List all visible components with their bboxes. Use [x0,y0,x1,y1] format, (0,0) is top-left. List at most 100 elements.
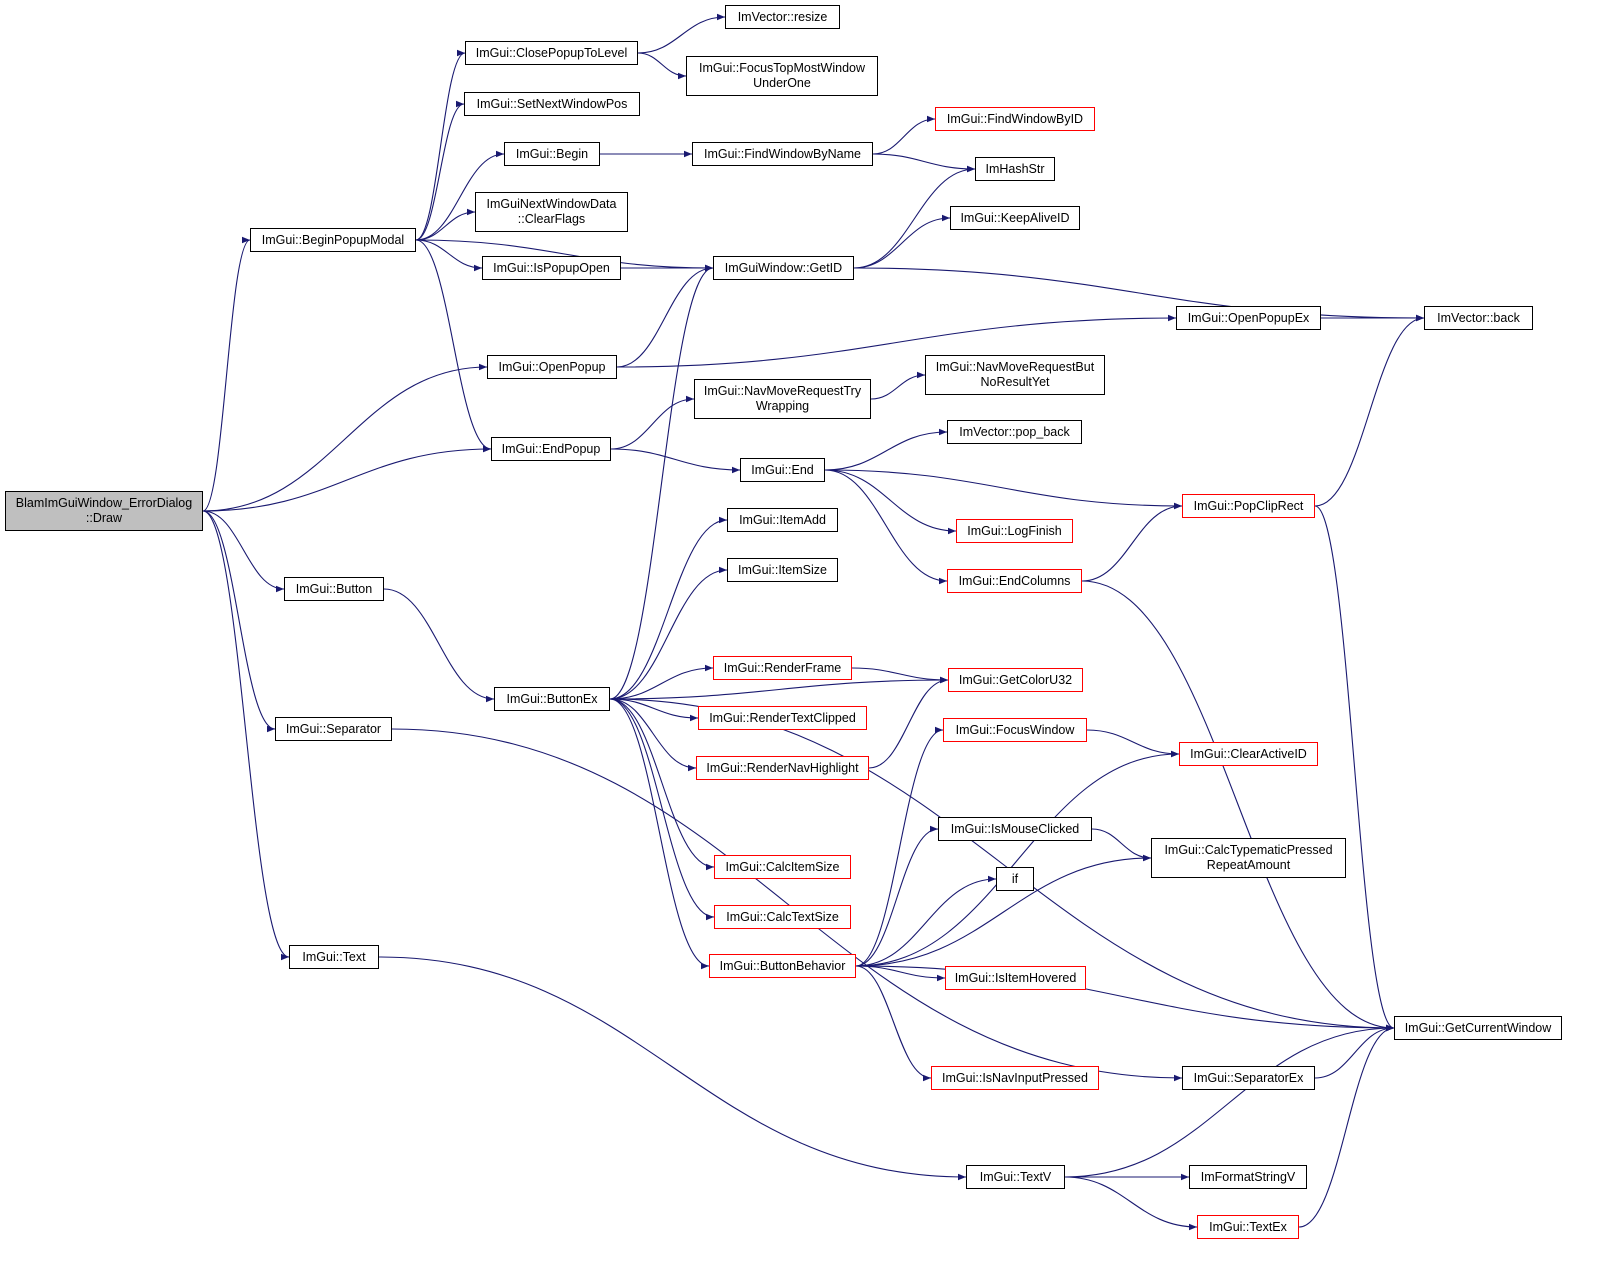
edge-buttonex-to-getcoloru32 [609,676,949,700]
edge-beginpopupmodal-to-closepopuptolevel [415,49,466,241]
node-logfinish[interactable]: ImGui::LogFinish [956,519,1073,543]
edge-separatorex-to-getcurrentwindow [1314,1024,1395,1079]
node-if[interactable]: if [996,867,1034,891]
node-getcoloru32[interactable]: ImGui::GetColorU32 [948,668,1083,692]
node-imhashstr[interactable]: ImHashStr [975,157,1055,181]
edge-buttonex-to-getid [609,264,714,700]
node-isnavinputpressed[interactable]: ImGui::IsNavInputPressed [931,1066,1099,1090]
edge-draw-to-beginpopupmodal [202,236,251,512]
edge-buttonbehavior-to-ismouseclicked [855,825,939,967]
edge-textv-to-getcurrentwindow [1064,1024,1395,1178]
edge-closepopuptolevel-to-imvector_resize [637,13,726,54]
edge-endpopup-to-end [610,448,741,474]
edge-beginpopupmodal-to-setnextwindowpos [415,100,465,241]
edge-buttonex-to-calcitemsize [609,698,715,871]
node-ispopupopen[interactable]: ImGui::IsPopupOpen [482,256,621,280]
node-rendernavhighlight[interactable]: ImGui::RenderNavHighlight [696,756,869,780]
node-popback[interactable]: ImVector::pop_back [947,420,1082,444]
node-openpopupex[interactable]: ImGui::OpenPopupEx [1176,306,1321,330]
edge-buttonbehavior-to-getcurrentwindow [855,965,1395,1032]
edge-buttonbehavior-to-if [855,875,997,967]
node-popcliprect[interactable]: ImGui::PopClipRect [1182,494,1315,518]
edge-buttonex-to-calctextsize [609,698,715,921]
edge-buttonex-to-rendernavhighlight [609,698,697,772]
edge-findwindowbyname-to-findwindowbyid [872,115,936,155]
node-imformatstringv[interactable]: ImFormatStringV [1189,1165,1307,1189]
node-calcitemsize[interactable]: ImGui::CalcItemSize [714,855,851,879]
edge-draw-to-text [202,510,290,961]
edge-getid-to-imvector_back [853,267,1425,322]
edge-button-to-buttonex [383,588,495,703]
edge-buttonex-to-renderframe [609,664,714,700]
edge-buttonex-to-buttonbehavior [609,698,710,970]
node-calctextsize[interactable]: ImGui::CalcTextSize [714,905,851,929]
node-findwindowbyid[interactable]: ImGui::FindWindowByID [935,107,1095,131]
edge-separator-to-separatorex [391,728,1183,1082]
edge-end-to-popcliprect [824,469,1183,510]
edge-getid-to-keepaliveid [853,214,951,269]
edge-textv-to-textex [1064,1176,1198,1231]
edge-navmovetrywrap-to-navbutnoresult [870,371,926,400]
node-text[interactable]: ImGui::Text [289,945,379,969]
node-textex[interactable]: ImGui::TextEx [1197,1215,1299,1239]
node-setnextwindowpos[interactable]: ImGui::SetNextWindowPos [464,92,640,116]
node-ismouseclicked[interactable]: ImGui::IsMouseClicked [938,817,1092,841]
node-focustopmost[interactable]: ImGui::FocusTopMostWindow UnderOne [686,56,878,96]
node-draw: BlamImGuiWindow_ErrorDialog ::Draw [5,491,203,531]
node-openpopup[interactable]: ImGui::OpenPopup [487,355,617,379]
edge-buttonbehavior-to-isnavinputpressed [855,965,932,1082]
node-end[interactable]: ImGui::End [740,458,825,482]
edge-text-to-textv [378,956,967,1181]
edge-findwindowbyname-to-imhashstr [872,153,976,173]
node-imvector-back[interactable]: ImVector::back [1424,306,1533,330]
node-renderframe[interactable]: ImGui::RenderFrame [713,656,852,680]
node-separatorex[interactable]: ImGui::SeparatorEx [1182,1066,1315,1090]
node-navbutnoresult[interactable]: ImGui::NavMoveRequestBut NoResultYet [925,355,1105,395]
edge-buttonbehavior-to-calctypematic [855,854,1152,967]
edge-draw-to-separator [202,510,276,733]
edge-popcliprect-to-imvector_back [1314,314,1425,507]
edge-draw-to-endpopup [202,445,492,512]
edge-beginpopupmodal-to-clearflags [415,208,476,241]
edge-end-to-logfinish [824,469,957,535]
edge-draw-to-openpopup [202,363,488,512]
node-itemadd[interactable]: ImGui::ItemAdd [727,508,838,532]
node-endpopup[interactable]: ImGui::EndPopup [491,437,611,461]
node-getid[interactable]: ImGuiWindow::GetID [713,256,854,280]
edge-buttonbehavior-to-clearactiveid [855,750,1180,967]
node-buttonex[interactable]: ImGui::ButtonEx [494,687,610,711]
node-isitemhovered[interactable]: ImGui::IsItemHovered [945,966,1086,990]
node-beginpopupmodal[interactable]: ImGui::BeginPopupModal [250,228,416,252]
edge-openpopup-to-openpopupex [616,314,1177,368]
node-clearactiveid[interactable]: ImGui::ClearActiveID [1179,742,1318,766]
edge-buttonex-to-rendertextclipped [609,698,699,722]
node-rendertextclipped[interactable]: ImGui::RenderTextClipped [698,706,867,730]
node-focuswindow[interactable]: ImGui::FocusWindow [943,718,1087,742]
node-button[interactable]: ImGui::Button [284,577,384,601]
node-navmovetrywrap[interactable]: ImGui::NavMoveRequestTry Wrapping [694,379,871,419]
node-closepopuptolevel[interactable]: ImGui::ClosePopupToLevel [465,41,638,65]
edge-buttonex-to-itemadd [609,516,728,700]
node-buttonbehavior[interactable]: ImGui::ButtonBehavior [709,954,856,978]
node-findwindowbyname[interactable]: ImGui::FindWindowByName [692,142,873,166]
node-itemsize[interactable]: ImGui::ItemSize [727,558,838,582]
node-getcurrentwindow[interactable]: ImGui::GetCurrentWindow [1394,1016,1562,1040]
node-begin[interactable]: ImGui::Begin [504,142,600,166]
edge-textex-to-getcurrentwindow [1298,1024,1395,1228]
edge-rendernavhighlight-to-getcoloru32 [868,676,949,769]
node-keepaliveid[interactable]: ImGui::KeepAliveID [950,206,1080,230]
node-imvector-resize[interactable]: ImVector::resize [725,5,840,29]
node-textv[interactable]: ImGui::TextV [966,1165,1065,1189]
edge-closepopuptolevel-to-focustopmost [637,52,687,80]
edge-end-to-popback [824,428,948,471]
node-clearflags[interactable]: ImGuiNextWindowData ::ClearFlags [475,192,628,232]
node-calctypematic[interactable]: ImGui::CalcTypematicPressed RepeatAmount [1151,838,1346,878]
node-separator[interactable]: ImGui::Separator [275,717,392,741]
edge-beginpopupmodal-to-getid [415,239,714,272]
node-endcolumns[interactable]: ImGui::EndColumns [947,569,1082,593]
edge-getid-to-imhashstr [853,165,976,269]
edge-focuswindow-to-clearactiveid [1086,729,1180,758]
edge-draw-to-button [202,510,285,593]
edge-buttonbehavior-to-focuswindow [855,726,944,967]
